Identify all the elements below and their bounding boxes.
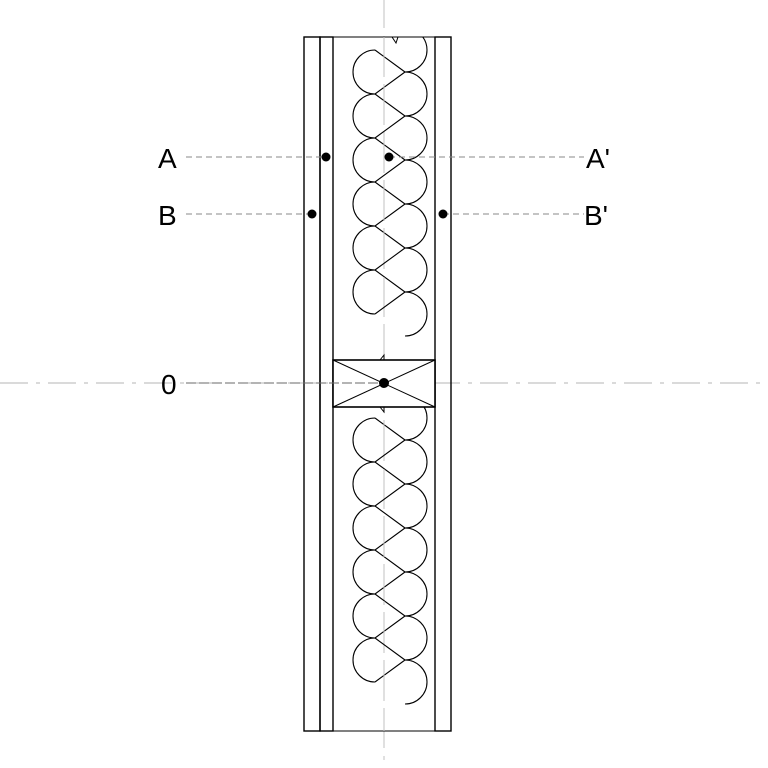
label-b-prime: B' xyxy=(584,200,608,231)
point-b-right xyxy=(438,209,448,219)
hatched-layer xyxy=(319,36,334,732)
insulation-loops xyxy=(352,395,428,705)
insulation-end-marks xyxy=(378,37,399,731)
insulation-loops xyxy=(352,37,428,337)
right-board-layer xyxy=(434,36,452,732)
insulation-batting xyxy=(352,37,428,731)
point-origin xyxy=(379,378,389,388)
point-b-left xyxy=(307,209,317,219)
label-b: B xyxy=(158,200,177,231)
label-a-prime: A' xyxy=(586,143,610,174)
point-a-right xyxy=(384,152,394,162)
label-a: A xyxy=(158,143,177,174)
label-origin: 0 xyxy=(161,369,177,400)
point-a-left xyxy=(321,152,331,162)
left-board-layer xyxy=(303,36,321,732)
